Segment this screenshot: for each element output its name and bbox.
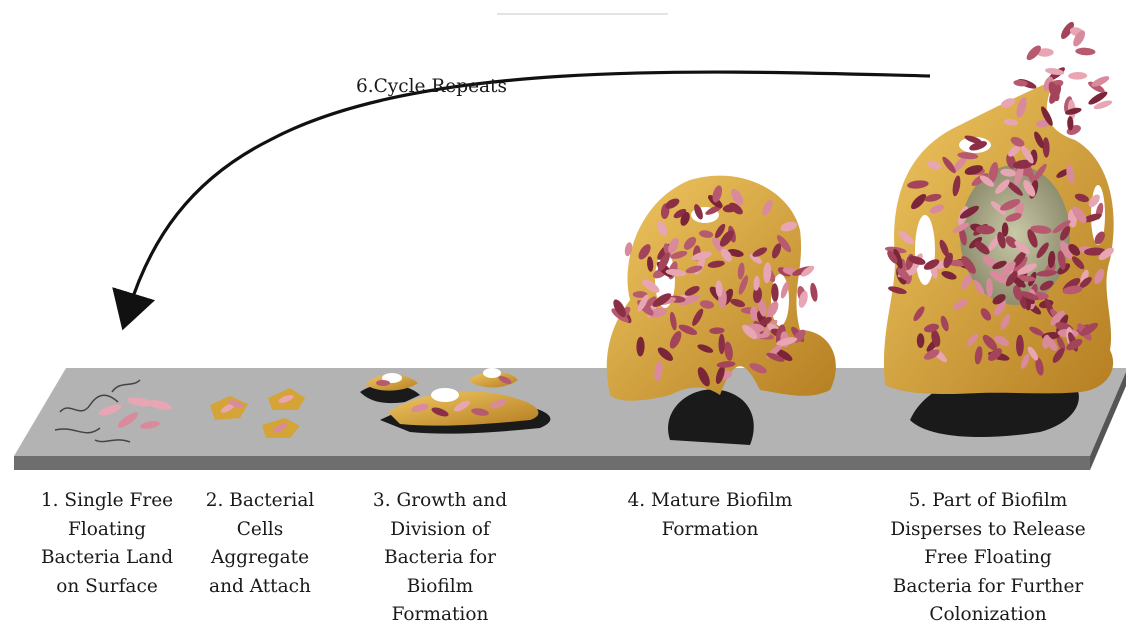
bacterium-cell (719, 334, 725, 354)
stage-4-label: 4. Mature Biofilm Formation (610, 487, 810, 544)
cycle-repeats-label: 6.Cycle Repeats (356, 76, 507, 97)
bacterium-cell (1075, 47, 1096, 56)
stage-3-label: 3. Growth and Division of Bacteria for B… (350, 487, 530, 630)
cycle-arrow (128, 72, 930, 312)
stage-5-dispersal (884, 20, 1116, 437)
bacterium-cell (917, 333, 925, 348)
bacterium-cell (1068, 72, 1087, 80)
bacterium-cell (1016, 335, 1024, 357)
stage-2-label: 2. Bacterial Cells Aggregate and Attach (190, 487, 330, 601)
stage-1-label: 1. Single Free Floating Bacteria Land on… (22, 487, 192, 601)
stage-5-label: 5. Part of Biofilm Disperses to Release … (876, 487, 1100, 630)
bacterium-cell (809, 282, 819, 302)
